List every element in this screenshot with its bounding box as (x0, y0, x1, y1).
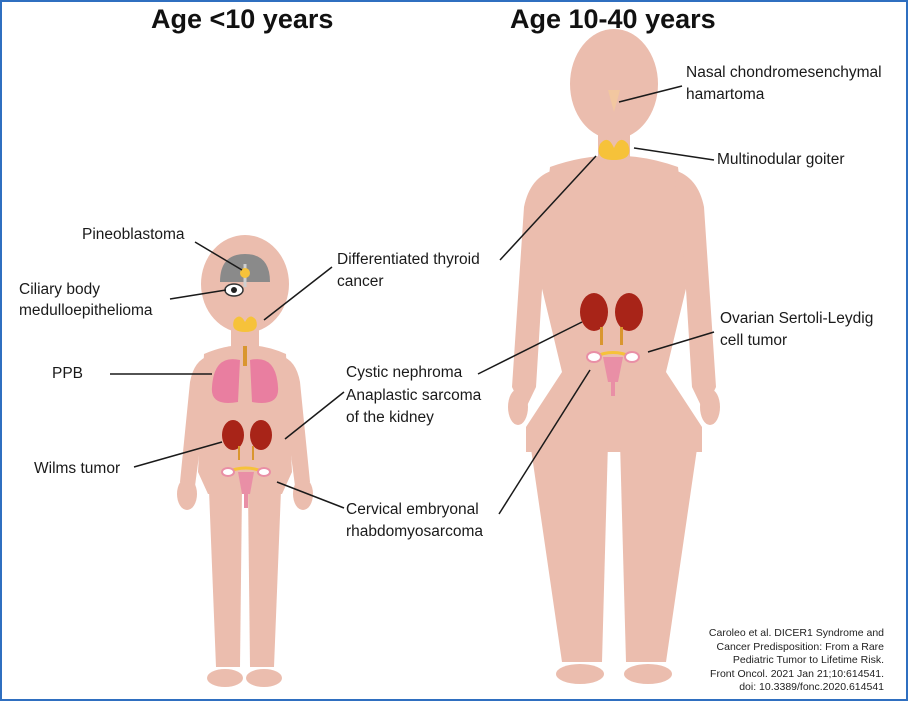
citation-line: doi: 10.3389/fonc.2020.614541 (624, 681, 884, 695)
heading-child: Age <10 years (151, 4, 333, 35)
label-ovarian-sertoli-leydig-2: cell tumor (720, 330, 787, 351)
label-ppb: PPB (52, 363, 83, 384)
label-multinodular-goiter: Multinodular goiter (717, 149, 845, 170)
child-body (177, 235, 313, 687)
label-cervical-embryonal-1: Cervical embryonal (346, 499, 479, 520)
label-differentiated-thyroid-2: cancer (337, 271, 384, 292)
child-figure (177, 235, 313, 687)
citation-line: Front Oncol. 2021 Jan 21;10:614541. (624, 668, 884, 682)
label-ciliary-body-2: medulloepithelioma (19, 300, 153, 321)
label-nasal-hamartoma-2: hamartoma (686, 84, 764, 105)
label-differentiated-thyroid-1: Differentiated thyroid (337, 249, 480, 270)
citation-line: Pediatric Tumor to Lifetime Risk. (624, 654, 884, 668)
citation-line: Caroleo et al. DICER1 Syndrome and (624, 627, 884, 641)
label-anaplastic-sarcoma-2: of the kidney (346, 407, 434, 428)
label-cervical-embryonal-2: rhabdomyosarcoma (346, 521, 483, 542)
citation-line: Cancer Predisposition: From a Rare (624, 641, 884, 655)
label-anaplastic-sarcoma-1: Anaplastic sarcoma (346, 385, 481, 406)
label-wilms-tumor: Wilms tumor (34, 458, 120, 479)
child-eye (225, 284, 243, 296)
label-cystic-nephroma: Cystic nephroma (346, 362, 462, 383)
line-goiter (634, 148, 714, 160)
adult-figure (508, 29, 720, 684)
label-pineoblastoma: Pineoblastoma (82, 224, 185, 245)
label-ciliary-body-1: Ciliary body (19, 279, 100, 300)
adult-body (508, 29, 720, 684)
citation: Caroleo et al. DICER1 Syndrome and Cance… (624, 627, 884, 695)
heading-adult: Age 10-40 years (510, 4, 716, 35)
label-ovarian-sertoli-leydig-1: Ovarian Sertoli-Leydig (720, 308, 873, 329)
label-nasal-hamartoma-1: Nasal chondromesenchymal (686, 62, 882, 83)
